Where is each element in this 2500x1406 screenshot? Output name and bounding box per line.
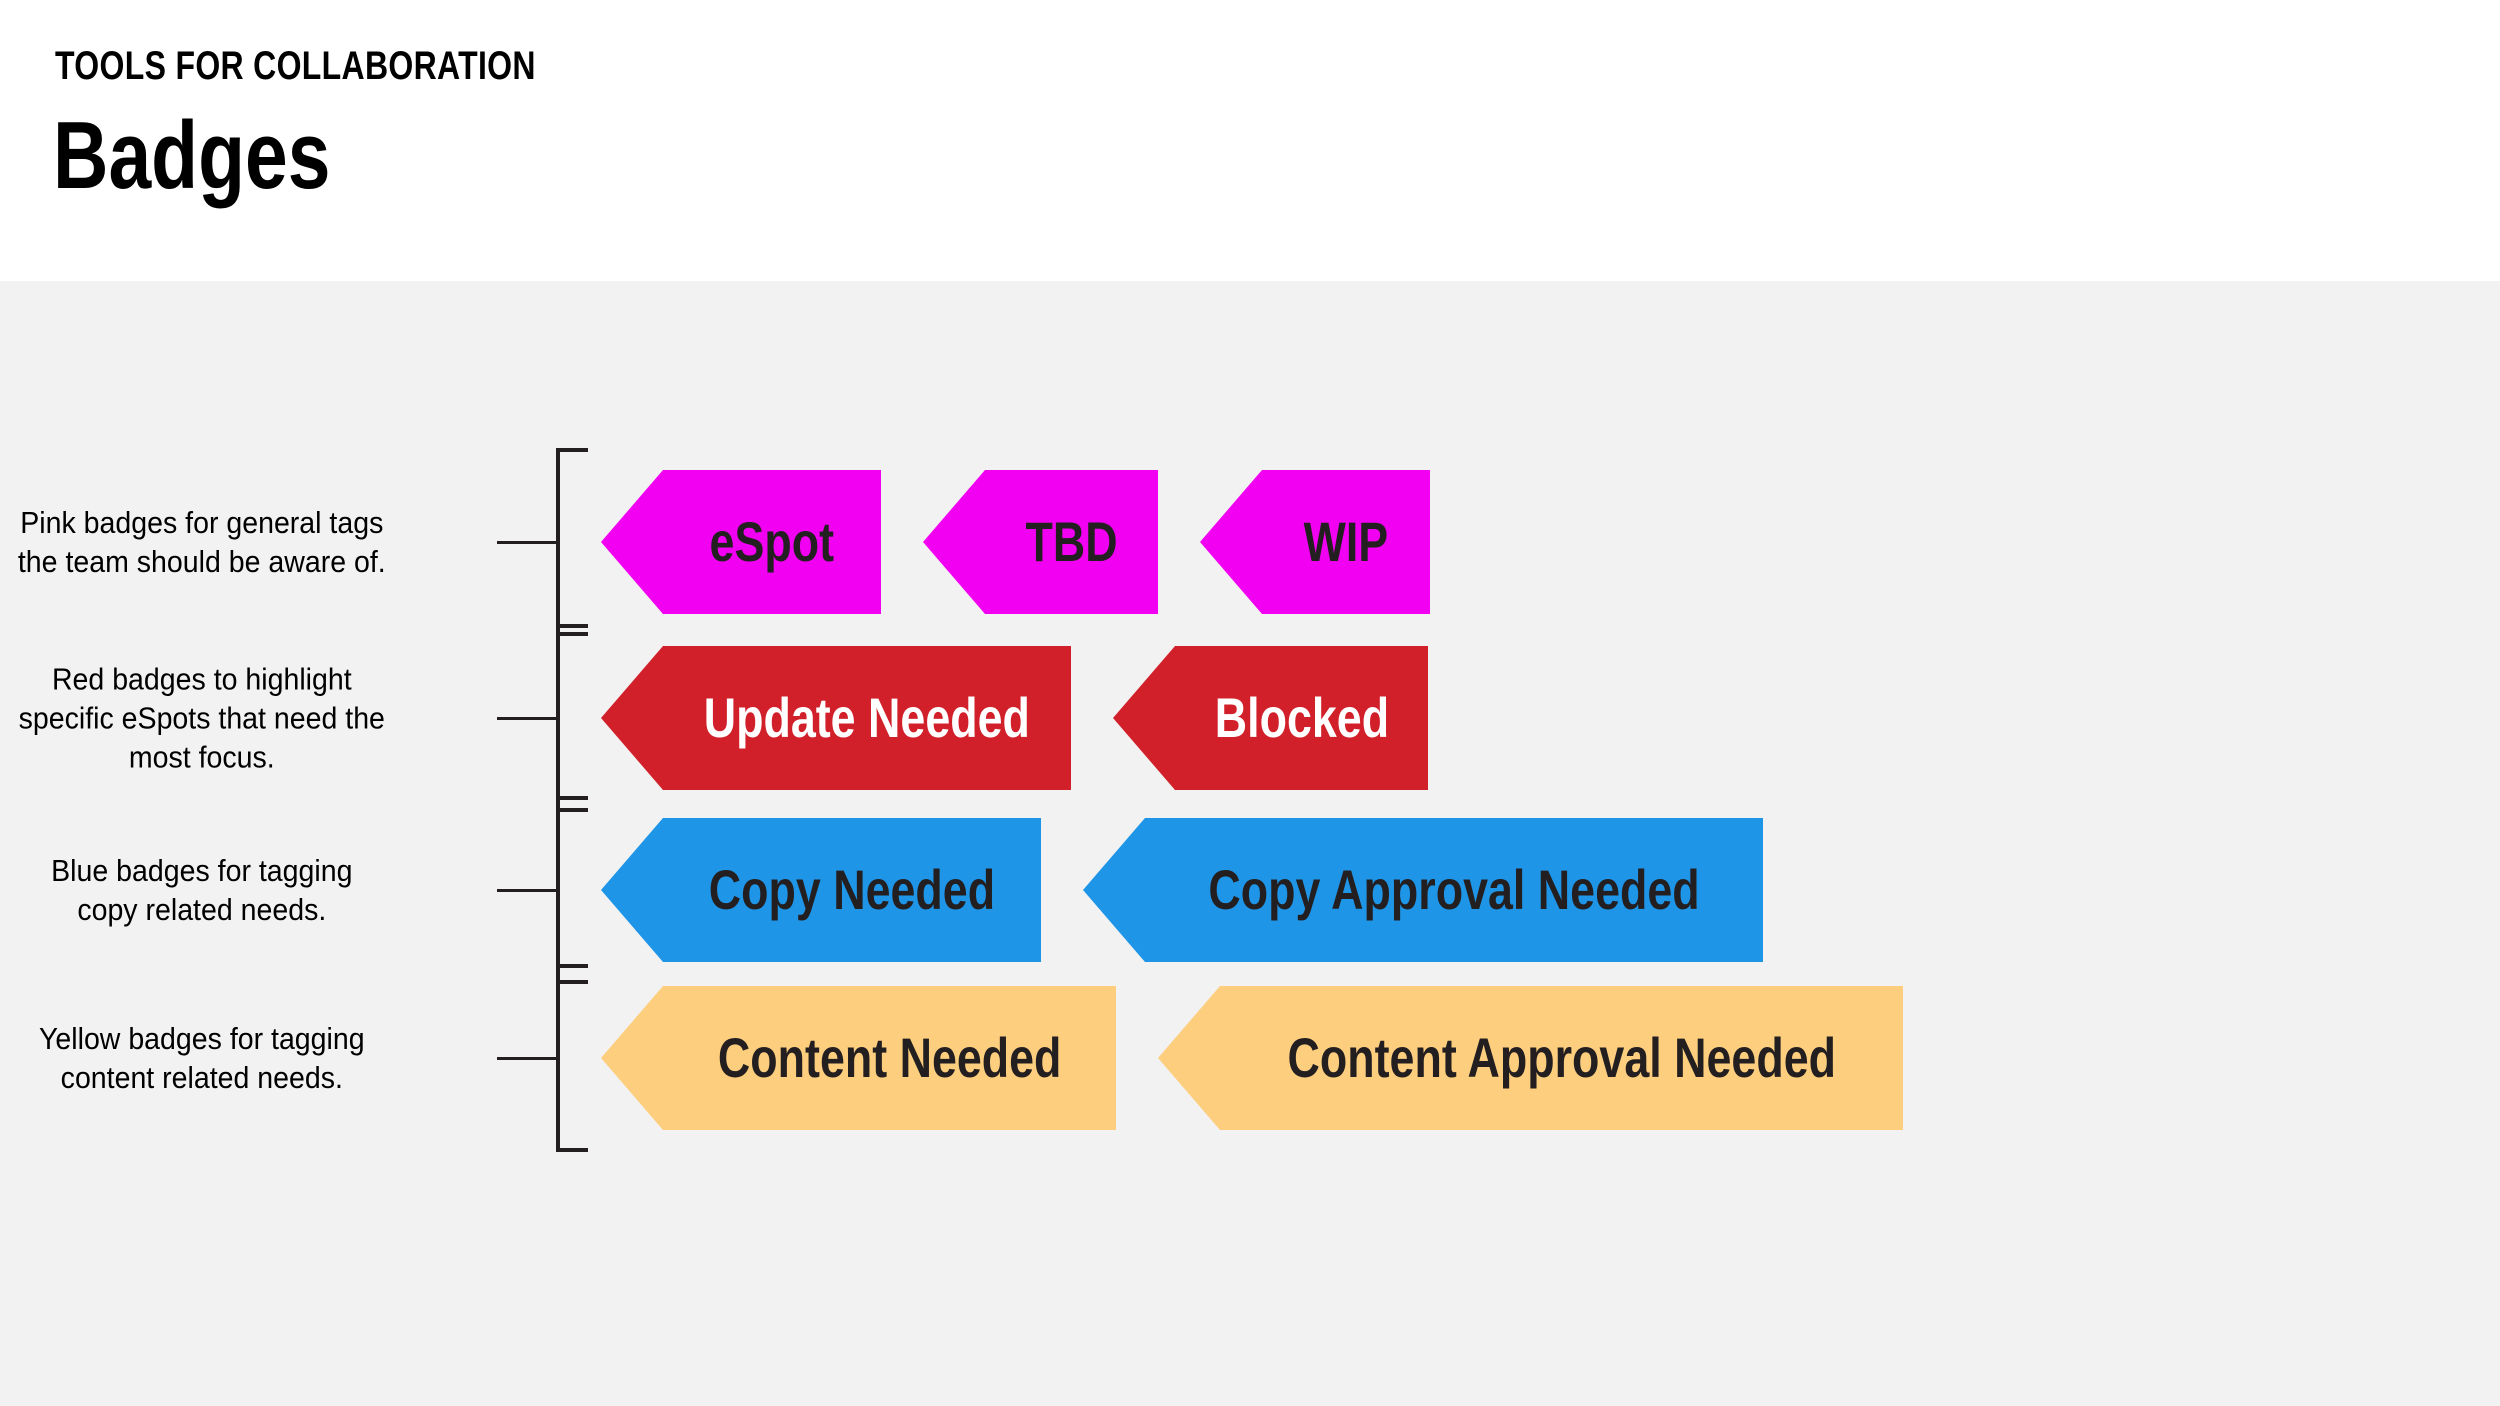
bracket-spine-pink — [556, 448, 560, 636]
badge-label: Content Approval Needed — [1287, 1026, 1836, 1089]
badge-red-1[interactable]: Update Needed — [601, 646, 1071, 790]
bracket-tick-top-yellow — [556, 964, 588, 968]
row-label-pink: Pink badges for general tags the team sh… — [17, 504, 386, 579]
bracket-tick-bottom-pink — [556, 632, 588, 636]
badge-row-red: Red badges to highlight specific eSpots … — [0, 624, 2500, 812]
connector-stem-blue — [497, 889, 558, 892]
badge-blue-1[interactable]: Copy Needed — [601, 818, 1041, 962]
bracket-tick-bottom-blue — [556, 980, 588, 984]
badge-red-2[interactable]: Blocked — [1113, 646, 1428, 790]
badge-row-pink: Pink badges for general tags the team sh… — [0, 448, 2500, 636]
bracket-tick-top-red — [556, 624, 588, 628]
badge-label: Blocked — [1214, 686, 1389, 749]
badge-yellow-2[interactable]: Content Approval Needed — [1158, 986, 1903, 1130]
badge-label: Update Needed — [703, 686, 1031, 749]
page-title: Badges — [53, 102, 331, 209]
connector-stem-pink — [497, 541, 558, 544]
badge-label: Copy Approval Needed — [1208, 858, 1700, 921]
eyebrow-label: TOOLS FOR COLLABORATION — [55, 44, 536, 88]
badge-label: TBD — [1025, 510, 1118, 573]
bracket-tick-bottom-red — [556, 808, 588, 812]
badge-label: WIP — [1303, 510, 1389, 573]
connector-stem-yellow — [497, 1057, 558, 1060]
row-label-red: Red badges to highlight specific eSpots … — [18, 661, 385, 775]
connector-stem-red — [497, 717, 558, 720]
badge-label: Content Needed — [717, 1026, 1062, 1089]
bracket-tick-top-blue — [556, 796, 588, 800]
row-label-blue: Blue badges for tagging copy related nee… — [51, 852, 353, 927]
badge-label: eSpot — [709, 510, 835, 573]
badge-yellow-1[interactable]: Content Needed — [601, 986, 1116, 1130]
badges-board: Pink badges for general tags the team sh… — [0, 281, 2500, 1406]
bracket-tick-bottom-yellow — [556, 1148, 588, 1152]
badge-pink-2[interactable]: TBD — [923, 470, 1158, 614]
page-header: TOOLS FOR COLLABORATION Badges — [0, 0, 2500, 281]
badge-blue-2[interactable]: Copy Approval Needed — [1083, 818, 1763, 962]
badge-row-blue: Blue badges for tagging copy related nee… — [0, 796, 2500, 984]
bracket-spine-blue — [556, 796, 560, 984]
badge-pink-3[interactable]: WIP — [1200, 470, 1430, 614]
bracket-spine-yellow — [556, 964, 560, 1152]
bracket-spine-red — [556, 624, 560, 812]
row-label-yellow: Yellow badges for tagging content relate… — [39, 1020, 365, 1095]
badge-row-yellow: Yellow badges for tagging content relate… — [0, 964, 2500, 1152]
badge-label: Copy Needed — [708, 858, 996, 921]
bracket-tick-top-pink — [556, 448, 588, 452]
badge-pink-1[interactable]: eSpot — [601, 470, 881, 614]
